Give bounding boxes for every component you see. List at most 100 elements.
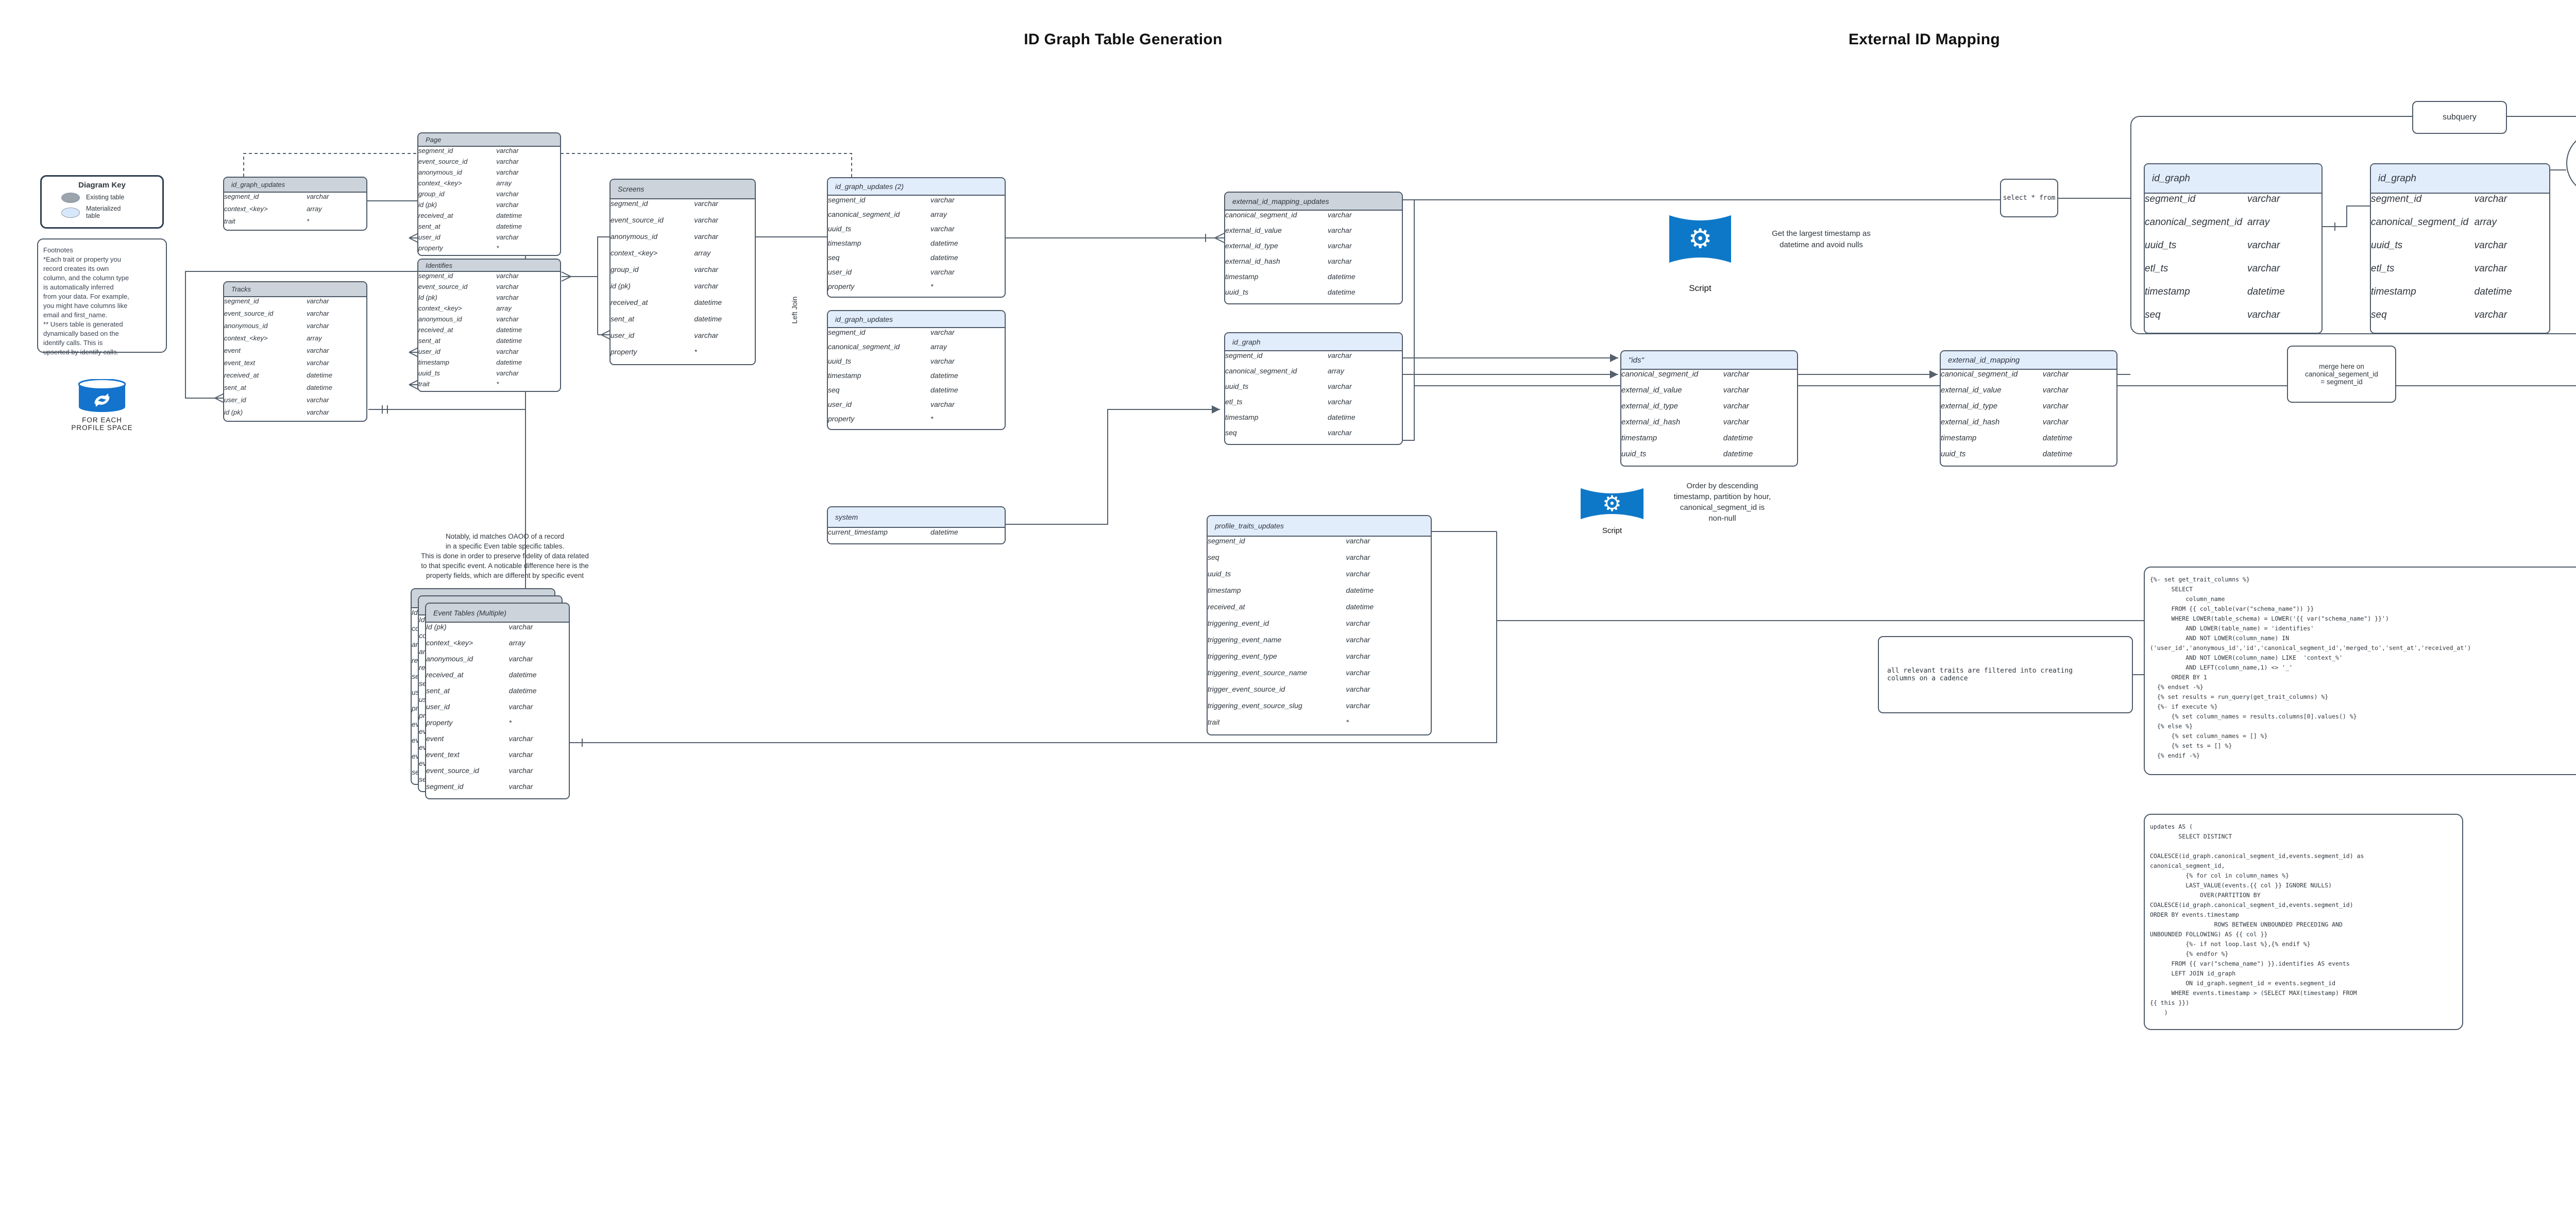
column-name: segment_id	[1225, 351, 1263, 359]
column-name: received_at	[418, 212, 453, 219]
column-name: external_id_hash	[1225, 257, 1280, 265]
column-name: triggering_event_source_slug	[1208, 701, 1302, 710]
script-2-icon[interactable]: ⚙	[1581, 483, 1643, 524]
column-name: uuid_ts	[1225, 382, 1249, 390]
column-name: trait	[1208, 718, 1220, 726]
column-name: context_<key>	[611, 249, 658, 257]
gear-icon: ⚙	[1602, 491, 1622, 516]
column-name: received_at	[426, 671, 464, 679]
column-type: datetime	[930, 253, 958, 262]
table-row: context_<key>array	[418, 179, 560, 190]
column-type: varchar	[307, 408, 329, 416]
script-1-icon[interactable]: ⚙	[1669, 210, 1731, 268]
column-type: varchar	[694, 199, 719, 208]
select-from[interactable]: select * from	[2000, 179, 2058, 217]
code-block-1[interactable]: {%- set get_trait_columns %} SELECT colu…	[2144, 567, 2576, 775]
database-sync-icon[interactable]	[78, 379, 126, 413]
column-name: triggering_event_name	[1208, 636, 1282, 644]
column-name: triggering_event_type	[1208, 652, 1277, 660]
column-type: array	[930, 210, 947, 218]
column-name: external_id_value	[1941, 386, 2002, 395]
subquery-container[interactable]	[2130, 116, 2576, 334]
table-header: Page	[418, 133, 560, 147]
connector-30	[382, 222, 2335, 747]
column-name: external_id_hash	[1621, 418, 1681, 426]
section-title-external-id-mapping: External ID Mapping	[1848, 31, 2001, 48]
column-type: varchar	[1723, 402, 1749, 410]
column-name: event_source_id	[418, 158, 468, 165]
column-name: segment_id	[828, 196, 866, 204]
code-block-2[interactable]: updates AS ( SELECT DISTINCT COALESCE(id…	[2144, 814, 2463, 1030]
column-type: datetime	[496, 326, 522, 334]
column-type: varchar	[1723, 386, 1749, 395]
column-name: seq	[2371, 310, 2387, 320]
column-type: varchar	[694, 331, 719, 339]
arrowhead-2	[1929, 370, 1938, 379]
table-row: trait*	[1208, 718, 1431, 734]
column-name: group_id	[611, 265, 639, 273]
merge-note[interactable]: merge here on canonical_segement_id = se…	[2287, 346, 2396, 403]
subquery[interactable]: subquery	[2412, 101, 2507, 134]
column-name: timestamp	[1941, 434, 1977, 442]
table-header: profile_traits_updates	[1208, 516, 1431, 537]
table-title: id_graph_updates	[231, 181, 285, 188]
column-type: varchar	[1346, 701, 1370, 710]
column-type: array	[1327, 367, 1344, 375]
footnotes-box[interactable]: Footnotes *Each trait or property you re…	[37, 238, 167, 356]
column-type: varchar	[1346, 537, 1370, 545]
column-type: array	[509, 639, 526, 647]
traits-note[interactable]: all relevant traits are filtered into cr…	[1878, 636, 2133, 713]
column-name: external_id_type	[1621, 402, 1679, 410]
column-type: *	[694, 348, 697, 356]
column-type: array	[930, 342, 947, 351]
left-join-vertical: Left Join	[790, 296, 799, 324]
column-type: varchar	[1346, 553, 1370, 561]
column-name: uuid_ts	[1621, 450, 1647, 458]
table-row: Id (pk)varchar	[418, 294, 560, 304]
column-type: varchar	[496, 190, 519, 198]
column-name: external_id_hash	[1941, 418, 2000, 426]
table-title: id_graph	[1232, 337, 1261, 346]
column-name: uuid_ts	[2371, 240, 2403, 251]
column-type: varchar	[930, 357, 955, 365]
column-name: property	[828, 282, 855, 290]
column-type: varchar	[509, 655, 533, 663]
column-name: anonymous_id	[418, 168, 462, 176]
column-type: varchar	[1346, 652, 1370, 660]
table-row: property*	[611, 348, 755, 364]
